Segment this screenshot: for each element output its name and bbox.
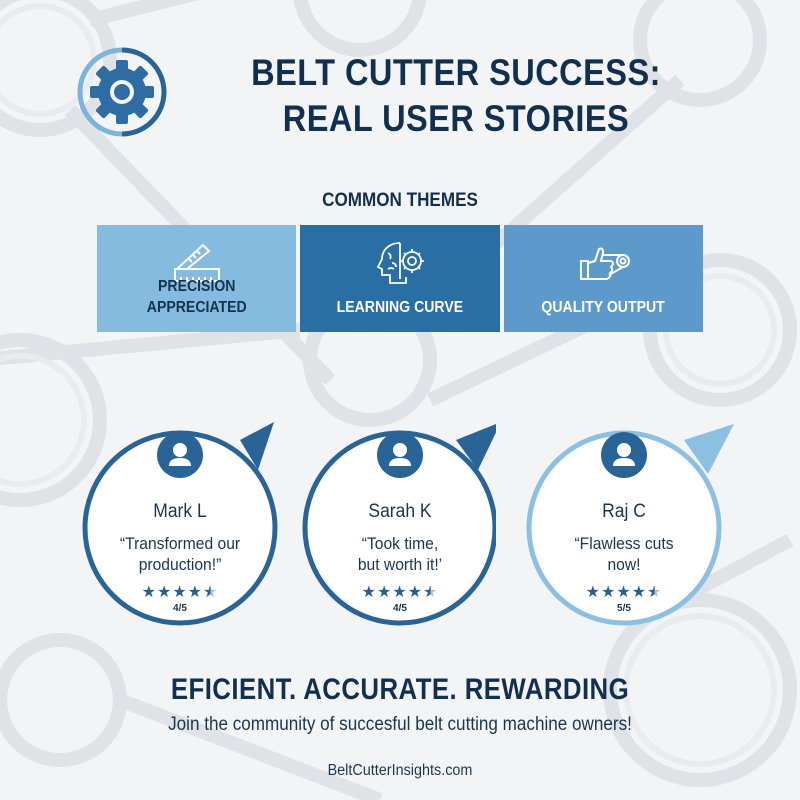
review-quote: “Transformed our production!”: [119, 534, 241, 574]
star-rating: ★★★★★: [585, 584, 663, 601]
half-star-icon: ★: [647, 584, 663, 601]
user-avatar-icon: [157, 432, 203, 478]
title-line-2: REAL USER STORIES: [282, 98, 630, 139]
brain-gear-icon: [376, 242, 424, 284]
theme-learning-curve: LEARNING CURVE: [300, 225, 500, 332]
subline: Join the community of succesful belt cut…: [168, 714, 632, 735]
theme-label: LEARNING CURVE: [336, 299, 464, 316]
theme-quality-output: QUALITY OUTPUT: [503, 225, 703, 332]
star-rating: ★★★★★: [361, 584, 439, 601]
star-rating: ★★★★★: [141, 584, 219, 601]
website-link[interactable]: BeltCutterInsights.com: [327, 762, 473, 779]
review-card-sarah: Sarah K “Took time, but worth it!’ ★★★★★…: [296, 410, 496, 630]
theme-precision-appreciated: PRECISION APPRECIATED: [97, 225, 297, 332]
review-card-raj: Raj C “Flawless cuts now! ★★★★★ 5/5: [524, 410, 734, 630]
half-star-icon: ★: [203, 584, 219, 601]
themes-heading: COMMON THEMES: [322, 190, 478, 211]
rating-score: 4/5: [173, 603, 187, 614]
user-avatar-icon: [377, 432, 423, 478]
rating-score: 5/5: [617, 603, 631, 614]
tagline: EFICIENT. ACCURATE. REWARDING: [170, 673, 630, 706]
review-quote: “Took time, but worth it!’: [357, 534, 443, 574]
half-star-icon: ★: [423, 584, 439, 601]
themes-row: PRECISION APPRECIATED LEARNING CURVE: [97, 225, 703, 332]
user-avatar-icon: [601, 432, 647, 478]
reviewer-name: Sarah K: [368, 501, 432, 522]
page-title: BELT CUTTER SUCCESS: REAL USER STORIES: [210, 50, 703, 142]
reviewer-name: Raj C: [602, 501, 646, 522]
theme-label: QUALITY OUTPUT: [541, 299, 665, 316]
review-card-mark: Mark L “Transformed our production!” ★★★…: [80, 410, 280, 630]
gear-icon: [77, 47, 167, 137]
theme-label: PRECISION APPRECIATED: [146, 278, 247, 316]
review-quote: “Flawless cuts now!: [574, 534, 674, 574]
reviewer-name: Mark L: [153, 501, 207, 522]
header: BELT CUTTER SUCCESS: REAL USER STORIES: [76, 46, 736, 146]
thumbs-up-belt-icon: [580, 247, 631, 280]
rating-score: 4/5: [393, 603, 407, 614]
ruler-icon: [173, 243, 220, 282]
title-line-1: BELT CUTTER SUCCESS:: [251, 52, 661, 93]
speech-bubble: [302, 424, 496, 626]
